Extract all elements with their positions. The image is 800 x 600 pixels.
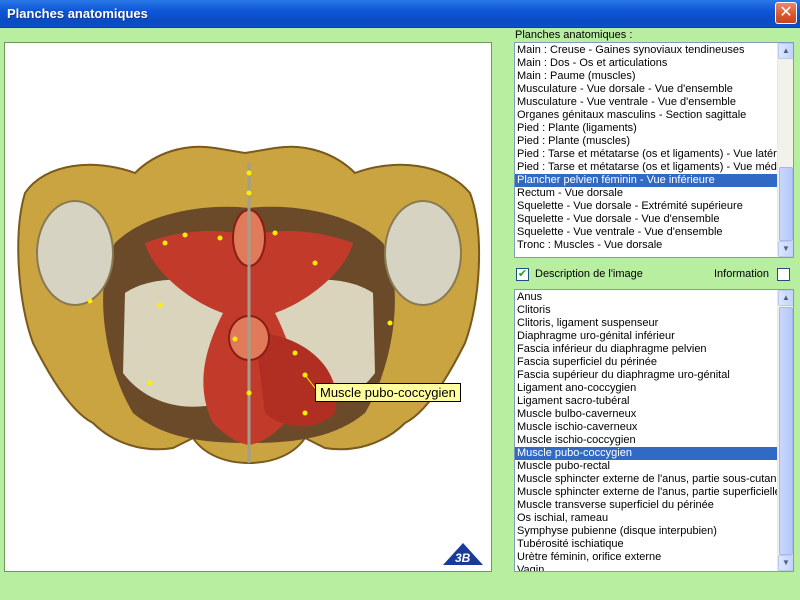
plates-list-item[interactable]: Pied : Plante (ligaments) <box>517 122 637 134</box>
structures-list-item[interactable]: Fascia inférieur du diaphragme pelvien <box>517 343 707 355</box>
structures-list-item[interactable]: Muscle ischio-caverneux <box>517 421 638 433</box>
structures-list-item[interactable]: Diaphragme uro-génital inférieur <box>517 330 675 342</box>
plates-scroll-up-button[interactable]: ▲ <box>778 43 793 59</box>
structures-list-item[interactable]: Fascia supérieur du diaphragme uro-génit… <box>517 369 730 381</box>
structures-list-item[interactable]: Urètre féminin, orifice externe <box>517 551 662 563</box>
structures-list-item[interactable]: Ligament ano-coccygien <box>517 382 637 394</box>
plates-list-item[interactable]: Pied : Tarse et métatarse (os et ligamen… <box>517 148 777 160</box>
plates-label: Planches anatomiques : <box>515 29 633 41</box>
structures-list-item[interactable]: Muscle transverse superficiel du périnée <box>517 499 714 511</box>
window-title: Planches anatomiques <box>7 6 148 21</box>
plates-list-items[interactable]: Main : Creuse - Gaines synoviaux tendine… <box>515 43 777 257</box>
structures-list-item[interactable]: Tubérosité ischiatique <box>517 538 624 550</box>
plates-listbox[interactable]: Main : Creuse - Gaines synoviaux tendine… <box>514 42 794 258</box>
close-button[interactable]: ✕ <box>775 2 797 24</box>
plates-list-item[interactable]: Main : Dos - Os et articulations <box>517 57 668 69</box>
plates-list-item[interactable]: Rectum - Vue dorsale <box>517 187 623 199</box>
plates-list-item[interactable]: Squelette - Vue dorsale - Vue d'ensemble <box>517 213 720 225</box>
structures-list-item[interactable]: Muscle ischio-coccygien <box>517 434 636 446</box>
structures-scroll-up-button[interactable]: ▲ <box>778 290 793 306</box>
structure-tooltip: Muscle pubo-coccygien <box>315 383 461 402</box>
plates-list-item[interactable]: Pied : Tarse et métatarse (os et ligamen… <box>517 161 777 173</box>
structures-scroll-thumb[interactable] <box>779 307 793 555</box>
information-label: Information <box>714 268 770 280</box>
description-checkbox[interactable]: ✔ <box>516 268 529 281</box>
structures-list-item[interactable]: Clitoris, ligament suspenseur <box>517 317 659 329</box>
structures-list-item[interactable]: Muscle sphincter externe de l'anus, part… <box>517 486 777 498</box>
structures-list-item[interactable]: Os ischial, rameau <box>517 512 609 524</box>
plates-list-item[interactable]: Main : Creuse - Gaines synoviaux tendine… <box>517 44 745 56</box>
pelvic-floor-illustration[interactable] <box>5 43 492 572</box>
structures-list-item[interactable]: Vagin <box>517 564 545 572</box>
structures-list-item[interactable]: Clitoris <box>517 304 551 316</box>
plates-list-item[interactable]: Pied : Plante (muscles) <box>517 135 631 147</box>
plates-list-item[interactable]: Tronc : Muscles - Vue dorsale <box>517 239 663 251</box>
plates-list-item[interactable]: Plancher pelvien féminin - Vue inférieur… <box>515 174 777 187</box>
structures-list-item[interactable]: Fascia superficiel du périnée <box>517 356 658 368</box>
logo-text: 3B <box>455 551 471 565</box>
structures-list-item[interactable]: Ligament sacro-tubéral <box>517 395 630 407</box>
structures-scroll-down-button[interactable]: ▼ <box>778 555 793 571</box>
3b-logo-icon: 3B <box>443 543 483 565</box>
title-bar[interactable]: Planches anatomiques ✕ <box>0 0 800 28</box>
structures-list-item[interactable]: Anus <box>517 291 543 303</box>
structures-list-item[interactable]: Muscle pubo-coccygien <box>515 447 777 460</box>
plates-scroll-thumb[interactable] <box>779 167 793 241</box>
structures-list-item[interactable]: Symphyse pubienne (disque interpubien) <box>517 525 717 537</box>
information-checkbox[interactable] <box>777 268 790 281</box>
description-label: Description de l'image <box>535 268 643 280</box>
plates-list-item[interactable]: Musculature - Vue ventrale - Vue d'ensem… <box>517 96 736 108</box>
structures-scrollbar[interactable]: ▲ ▼ <box>777 290 793 571</box>
structures-list-item[interactable]: Muscle bulbo-caverneux <box>517 408 637 420</box>
structures-list-item[interactable]: Muscle sphincter externe de l'anus, part… <box>517 473 777 485</box>
plates-list-item[interactable]: Main : Paume (muscles) <box>517 70 636 82</box>
plates-list-item[interactable]: Squelette - Vue dorsale - Extrémité supé… <box>517 200 743 212</box>
plates-list-item[interactable]: Squelette - Vue ventrale - Vue d'ensembl… <box>517 226 723 238</box>
plates-scroll-down-button[interactable]: ▼ <box>778 241 793 257</box>
structures-list-item[interactable]: Muscle pubo-rectal <box>517 460 610 472</box>
plates-list-item[interactable]: Organes génitaux masculins - Section sag… <box>517 109 747 121</box>
anatomy-image-panel[interactable]: Muscle pubo-coccygien 3B <box>4 42 492 572</box>
plates-list-item[interactable]: Musculature - Vue dorsale - Vue d'ensemb… <box>517 83 733 95</box>
plates-scrollbar[interactable]: ▲ ▼ <box>777 43 793 257</box>
